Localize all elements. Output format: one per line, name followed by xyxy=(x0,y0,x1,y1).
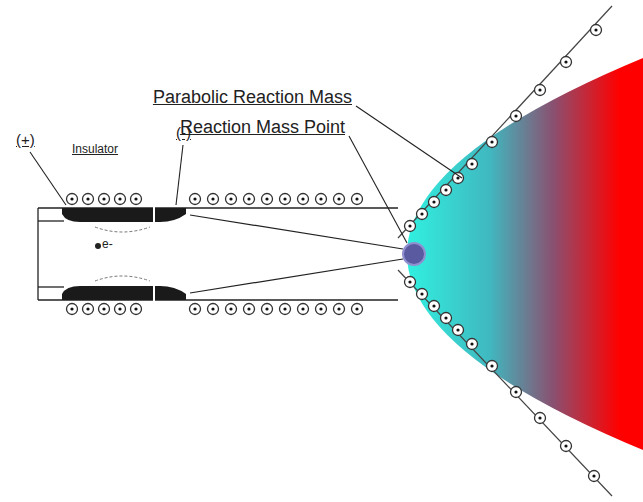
converging-line xyxy=(190,259,403,293)
electrode xyxy=(62,208,186,222)
coil-row-top xyxy=(67,194,363,205)
coil-row-bottom xyxy=(67,304,363,315)
reaction-mass-point xyxy=(403,243,425,265)
coil-line xyxy=(398,6,612,238)
part-label: Insulator xyxy=(72,143,118,156)
leader-line xyxy=(30,106,462,243)
electrode xyxy=(62,286,186,300)
coil-row-upper-diagonal xyxy=(405,25,602,232)
field-arc xyxy=(95,276,150,281)
parabolic-reaction-mass xyxy=(407,58,643,450)
polarity-label: (+) xyxy=(16,132,35,149)
insulator-gap xyxy=(153,206,155,223)
coil-line xyxy=(398,270,612,496)
coil-row-lower-diagonal xyxy=(405,277,600,482)
field-arc xyxy=(95,227,150,232)
tube-wall xyxy=(38,208,398,300)
insulator-gap xyxy=(153,285,155,302)
electron-dot xyxy=(95,243,101,249)
part-label: Reaction Mass Point xyxy=(180,118,345,138)
particle-label: e- xyxy=(102,238,113,251)
part-label: Parabolic Reaction Mass xyxy=(153,88,352,108)
converging-line xyxy=(190,215,403,249)
polarity-label: (-) xyxy=(176,125,191,142)
